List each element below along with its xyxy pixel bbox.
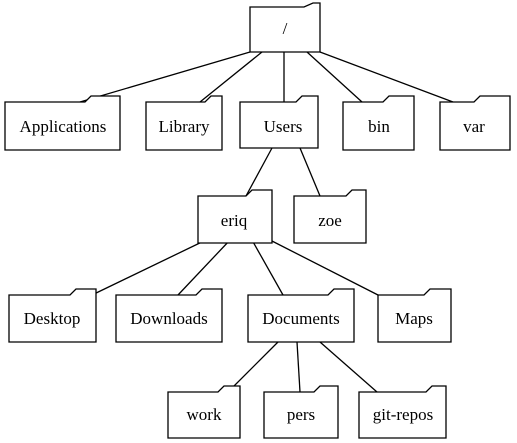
- folder-icon: [247, 288, 355, 343]
- folder-icon: [342, 95, 415, 151]
- edge-eriq-desktop: [91, 239, 207, 296]
- folder-label-zoe: zoe: [318, 211, 342, 230]
- folder-label-git-repos: git-repos: [373, 405, 433, 424]
- folder-desktop[interactable]: Desktop: [8, 288, 97, 343]
- folder-icon: [145, 95, 223, 151]
- edge-root-applications: [79, 51, 251, 103]
- folder-var[interactable]: var: [439, 95, 511, 151]
- folder-label-library: Library: [159, 117, 210, 136]
- folder-icon: [377, 288, 452, 343]
- folder-label-applications: Applications: [20, 117, 107, 136]
- edge-root-var: [319, 51, 454, 103]
- folder-label-eriq: eriq: [221, 211, 248, 230]
- edge-users-eriq: [245, 147, 273, 197]
- folder-icon: [249, 2, 321, 53]
- edge-eriq-documents: [251, 239, 284, 296]
- folder-icon: [4, 95, 121, 151]
- folder-library[interactable]: Library: [145, 95, 223, 151]
- folder-icon: [358, 385, 447, 439]
- folder-label-documents: Documents: [262, 309, 339, 328]
- folder-icon: [167, 385, 241, 439]
- edge-root-bin: [306, 51, 363, 103]
- edge-eriq-maps: [269, 239, 379, 296]
- folder-icon: [293, 189, 367, 244]
- folder-icon: [439, 95, 511, 151]
- folder-pers[interactable]: pers: [263, 385, 339, 439]
- edge-documents-git-repos: [319, 341, 378, 393]
- tree-edges: [79, 51, 454, 393]
- folder-zoe[interactable]: zoe: [293, 189, 367, 244]
- folder-icon: [197, 189, 273, 244]
- folder-users[interactable]: Users: [239, 95, 319, 149]
- folder-label-desktop: Desktop: [24, 309, 81, 328]
- folder-work[interactable]: work: [167, 385, 241, 439]
- folder-downloads[interactable]: Downloads: [115, 288, 223, 343]
- folder-eriq[interactable]: eriq: [197, 189, 273, 244]
- edge-root-library: [199, 51, 263, 103]
- folder-bin[interactable]: bin: [342, 95, 415, 151]
- folder-documents[interactable]: Documents: [247, 288, 355, 343]
- folder-applications[interactable]: Applications: [4, 95, 121, 151]
- folder-root[interactable]: /: [249, 2, 321, 53]
- edge-users-zoe: [299, 147, 321, 197]
- folder-label-work: work: [187, 405, 222, 424]
- folder-icon: [263, 385, 339, 439]
- folder-label-var: var: [463, 117, 485, 136]
- folder-label-pers: pers: [287, 405, 315, 424]
- edge-documents-pers: [296, 341, 301, 393]
- folder-icon: [115, 288, 223, 343]
- folder-label-downloads: Downloads: [130, 309, 207, 328]
- folder-maps[interactable]: Maps: [377, 288, 452, 343]
- folder-label-root: /: [283, 19, 288, 38]
- edge-documents-work: [227, 341, 279, 393]
- folder-label-maps: Maps: [395, 309, 433, 328]
- folder-icon: [239, 95, 319, 149]
- folder-git-repos[interactable]: git-repos: [358, 385, 447, 439]
- folder-icon: [8, 288, 97, 343]
- folder-label-users: Users: [264, 117, 303, 136]
- edge-eriq-downloads: [177, 239, 231, 296]
- folder-label-bin: bin: [368, 117, 390, 136]
